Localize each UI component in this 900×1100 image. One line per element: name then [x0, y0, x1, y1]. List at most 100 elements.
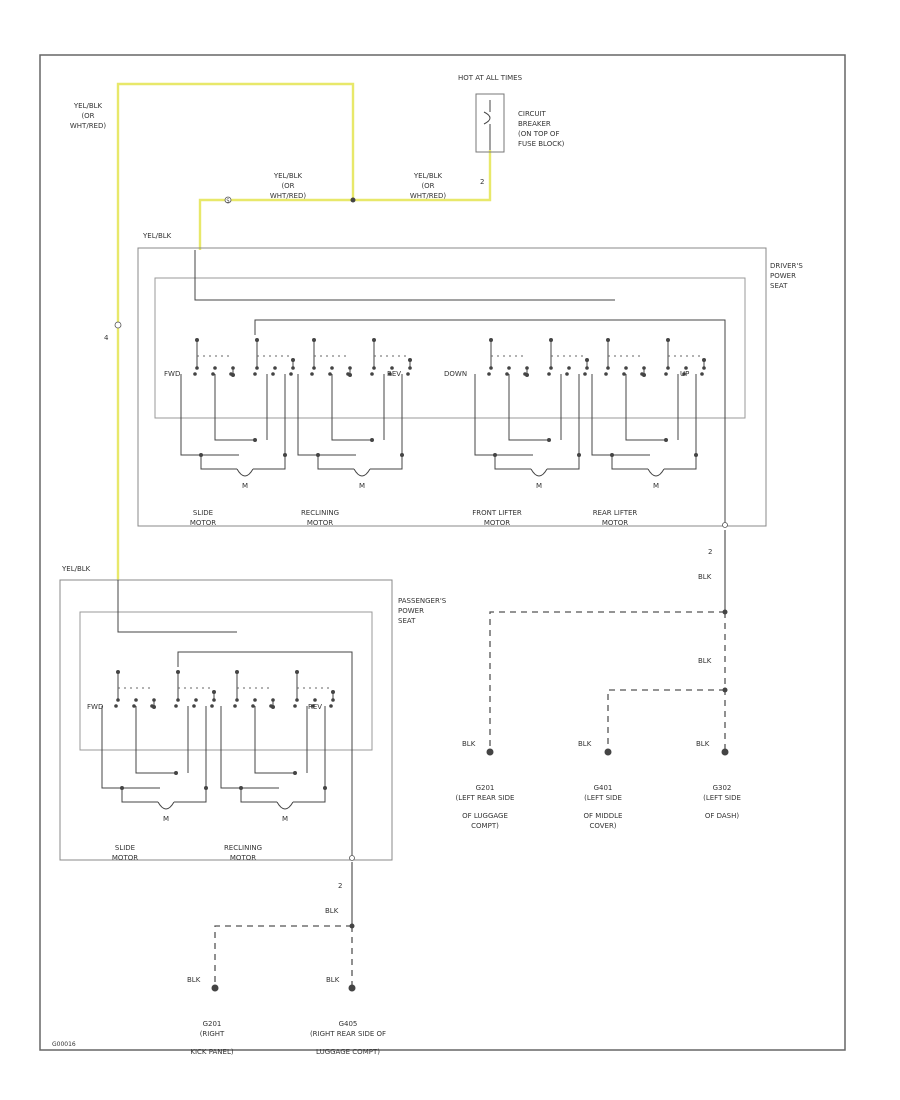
ground-g1: BLK G201 (LEFT REAR SIDE OF LUGGAGE COMP… — [456, 740, 515, 830]
svg-text:BLK: BLK — [326, 976, 340, 984]
driver-ground-pin: 2 — [708, 548, 712, 556]
passenger-switch-label-rev: REV — [308, 703, 322, 711]
splice-dot — [350, 197, 356, 203]
driver-seat-label: DRIVER'S POWER SEAT — [770, 262, 803, 290]
diagram-frame — [39, 54, 846, 1051]
svg-text:CIRCUIT: CIRCUIT — [518, 110, 547, 118]
svg-text:(LEFT REAR SIDE: (LEFT REAR SIDE — [456, 794, 515, 802]
driver-ground-wire-label: BLK — [698, 573, 712, 581]
driver-motor-2-label: RECLINING — [301, 509, 339, 517]
driver-motor-symbol-1: M — [242, 482, 248, 490]
svg-text:MOTOR: MOTOR — [307, 519, 333, 527]
breaker-hot-label: HOT AT ALL TIMES — [458, 74, 523, 82]
svg-text:G405: G405 — [339, 1020, 358, 1028]
passenger-motor-1-label: SLIDE — [115, 844, 135, 852]
passenger-motor-symbol-1: M — [163, 815, 169, 823]
left-wire-pin: 4 — [104, 334, 109, 342]
svg-text:OF DASH): OF DASH) — [705, 812, 740, 820]
svg-text:COMPT): COMPT) — [471, 822, 499, 830]
diagram-code: G00016 — [52, 1041, 76, 1048]
driver-ground-connector — [722, 522, 728, 528]
svg-text:(OR: (OR — [421, 182, 434, 190]
driver-seat-outline — [137, 247, 767, 527]
svg-text:YEL/BLK: YEL/BLK — [273, 172, 303, 180]
svg-text:YEL/BLK: YEL/BLK — [73, 102, 103, 110]
driver-motor-symbol-3: M — [536, 482, 542, 490]
svg-text:OF LUGGAGE: OF LUGGAGE — [462, 812, 508, 820]
wire-label-left: YEL/BLK (OR WHT/RED) — [70, 102, 106, 130]
driver-switch-label-down: DOWN — [444, 370, 467, 378]
svg-text:POWER: POWER — [398, 607, 424, 615]
ground-g4: BLK G201 (RIGHT KICK PANEL) — [187, 976, 234, 1056]
svg-text:POWER: POWER — [770, 272, 796, 280]
driver-motor-4-label: REAR LIFTER — [593, 509, 638, 517]
svg-text:COVER): COVER) — [589, 822, 616, 830]
svg-text:(RIGHT REAR SIDE OF: (RIGHT REAR SIDE OF — [310, 1030, 386, 1038]
svg-text:DRIVER'S: DRIVER'S — [770, 262, 803, 270]
svg-text:YEL/BLK: YEL/BLK — [413, 172, 443, 180]
svg-text:G401: G401 — [594, 784, 613, 792]
svg-text:BLK: BLK — [187, 976, 201, 984]
breaker-icon — [483, 111, 491, 125]
ground-g3: BLK G302 (LEFT SIDE OF DASH) — [696, 740, 741, 820]
passenger-ground-wire-label: BLK — [325, 907, 339, 915]
svg-text:WHT/RED): WHT/RED) — [410, 192, 446, 200]
ground-g5: BLK G405 (RIGHT REAR SIDE OF LUGGAGE COM… — [310, 976, 386, 1056]
driver-motor-1-label: SLIDE — [193, 509, 213, 517]
svg-text:OF MIDDLE: OF MIDDLE — [584, 812, 623, 820]
passenger-motor-labels: SLIDE MOTOR RECLINING MOTOR — [112, 844, 262, 862]
ground-g2: BLK G401 (LEFT SIDE OF MIDDLE COVER) — [578, 740, 622, 830]
svg-text:G302: G302 — [713, 784, 732, 792]
svg-text:BLK: BLK — [578, 740, 592, 748]
wire-label-middle: YEL/BLK (OR WHT/RED) — [270, 172, 306, 200]
driver-motor-symbol-4: M — [653, 482, 659, 490]
driver-motor-3-label: FRONT LIFTER — [472, 509, 522, 517]
svg-text:MOTOR: MOTOR — [602, 519, 628, 527]
driver-ground-wire-label-2: BLK — [698, 657, 712, 665]
driver-motor-labels: SLIDE MOTOR RECLINING MOTOR FRONT LIFTER… — [190, 509, 638, 527]
svg-text:(LEFT SIDE: (LEFT SIDE — [584, 794, 622, 802]
passenger-motor-symbol-2: M — [282, 815, 288, 823]
circuit-breaker: HOT AT ALL TIMES CIRCUIT BREAKER (ON TOP… — [458, 74, 565, 186]
driver-switch-label-fwd: FWD — [164, 370, 180, 378]
driver-switch-label-rev: REV — [387, 370, 401, 378]
svg-text:MOTOR: MOTOR — [112, 854, 138, 862]
splice-connector — [224, 196, 232, 204]
svg-text:(RIGHT: (RIGHT — [200, 1030, 225, 1038]
passenger-seat-outline — [59, 579, 393, 861]
driver-ground-wiring — [486, 530, 729, 756]
driver-switch-unit-2: M — [297, 338, 412, 490]
svg-text:BLK: BLK — [696, 740, 710, 748]
breaker-pin: 2 — [480, 178, 484, 186]
splice-id: S — [226, 199, 229, 205]
passenger-ground-wiring — [211, 862, 356, 992]
svg-text:PASSENGER'S: PASSENGER'S — [398, 597, 447, 605]
svg-text:SEAT: SEAT — [398, 617, 416, 625]
svg-text:(OR: (OR — [281, 182, 294, 190]
svg-text:G201: G201 — [203, 1020, 222, 1028]
driver-switch-unit-4: M — [591, 338, 706, 490]
svg-text:BLK: BLK — [462, 740, 476, 748]
passenger-ground-connector — [349, 855, 355, 861]
passenger-motor-2-label: RECLINING — [224, 844, 262, 852]
passenger-feed-label: YEL/BLK — [61, 565, 91, 573]
svg-text:MOTOR: MOTOR — [190, 519, 216, 527]
driver-switch-label-up: UP — [680, 370, 689, 378]
passenger-switch-label-fwd: FWD — [87, 703, 103, 711]
passenger-ground-pin: 2 — [338, 882, 342, 890]
driver-feed-label: YEL/BLK — [142, 232, 172, 240]
passenger-switch-unit-1: M — [101, 670, 216, 823]
svg-text:(OR: (OR — [81, 112, 94, 120]
svg-text:MOTOR: MOTOR — [230, 854, 256, 862]
svg-text:WHT/RED): WHT/RED) — [270, 192, 306, 200]
svg-text:(ON TOP OF: (ON TOP OF — [518, 130, 559, 138]
svg-text:(LEFT SIDE: (LEFT SIDE — [703, 794, 741, 802]
driver-switch-unit-1: M — [180, 338, 295, 490]
wire-label-right: YEL/BLK (OR WHT/RED) — [410, 172, 446, 200]
svg-text:MOTOR: MOTOR — [484, 519, 510, 527]
svg-text:KICK PANEL): KICK PANEL) — [190, 1048, 233, 1056]
svg-text:SEAT: SEAT — [770, 282, 788, 290]
